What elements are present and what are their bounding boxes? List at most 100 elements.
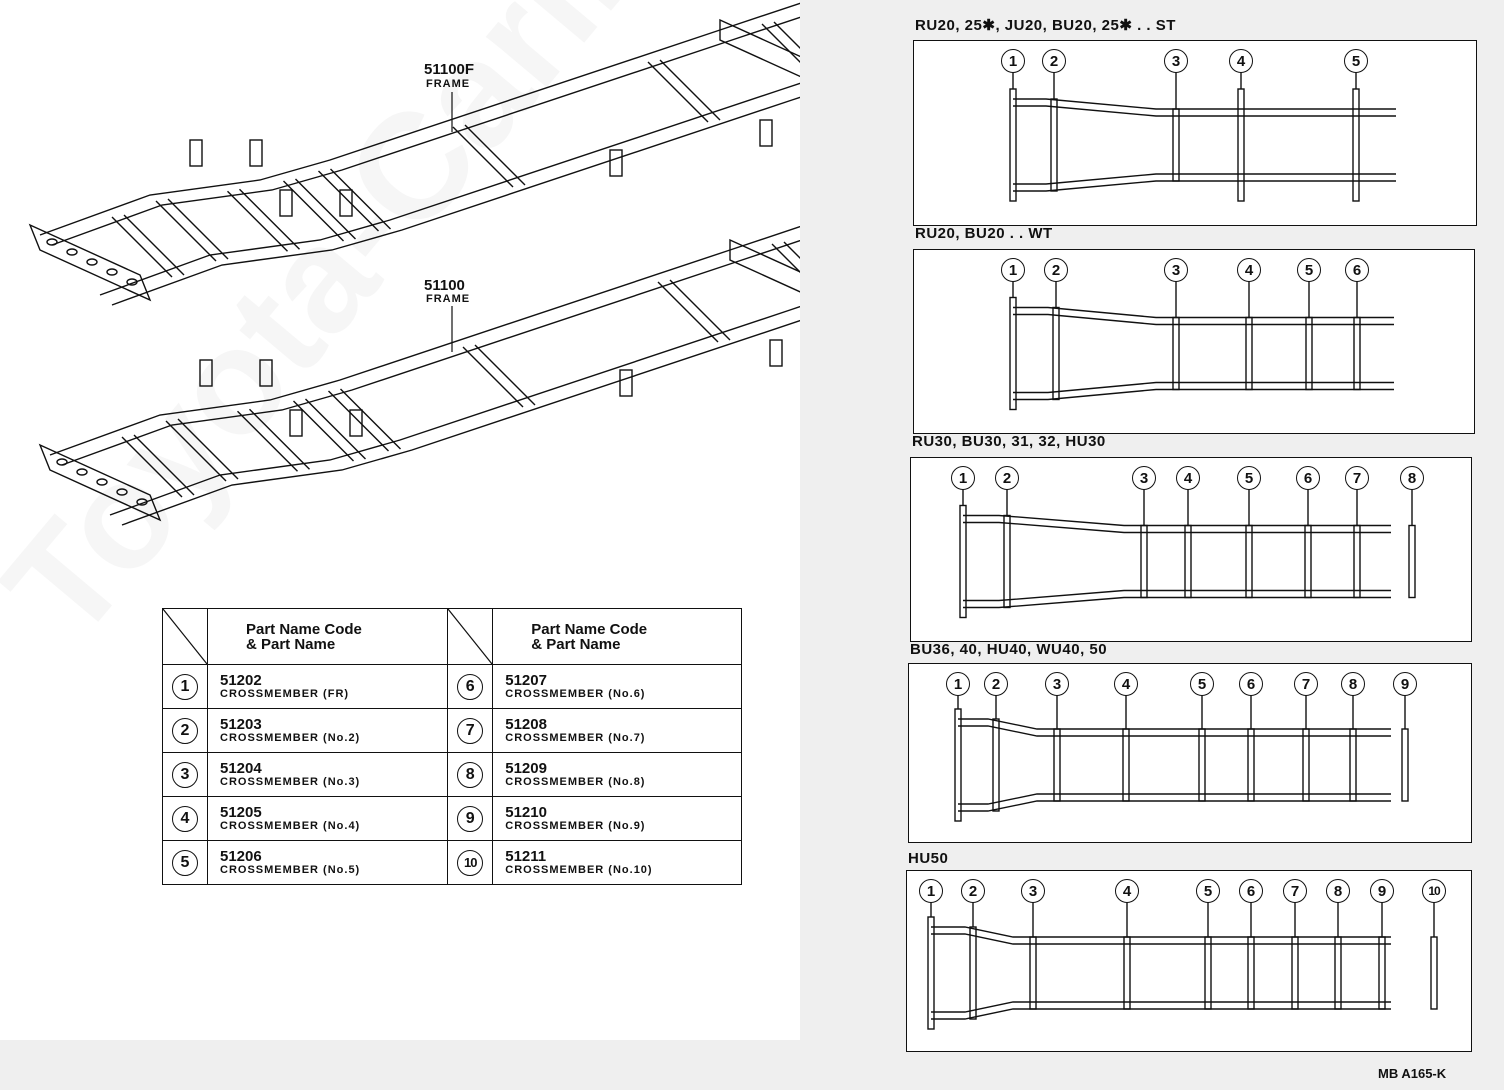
part-code: 51208 xyxy=(505,716,547,733)
crossmember-callout: 1 xyxy=(946,672,970,696)
crossmember-callout: 7 xyxy=(1283,879,1307,903)
part-number-badge: 9 xyxy=(457,805,484,832)
part-name: CROSSMEMBER (No.7) xyxy=(505,732,646,744)
column-header: Part Name Code& Part Name xyxy=(206,608,449,665)
part-code: 51207 xyxy=(505,672,547,689)
part-number-badge: 8 xyxy=(457,761,484,788)
crossmember-callout: 1 xyxy=(1001,49,1025,73)
header-line: Part Name Code xyxy=(246,620,362,638)
frame-code-label: 51100F xyxy=(424,61,475,78)
variant-title: RU30, BU30, 31, 32, HU30 xyxy=(912,433,1106,450)
variant-frame-drawing xyxy=(959,488,1416,619)
bottom-strip xyxy=(0,1040,800,1090)
part-code: 51205 xyxy=(220,804,262,821)
header-line: Part Name Code xyxy=(531,620,648,638)
crossmember-callout: 3 xyxy=(1021,879,1045,903)
crossmember-callout: 6 xyxy=(1296,466,1320,490)
crossmember-callout: 6 xyxy=(1239,879,1263,903)
part-number-badge: 10 xyxy=(457,849,484,876)
frame-name-label: FRAME xyxy=(426,78,471,90)
crossmember-callout: 10 xyxy=(1422,879,1446,903)
variant-frame-drawing xyxy=(927,901,1438,1030)
crossmember-callout: 8 xyxy=(1326,879,1350,903)
part-number-badge: 1 xyxy=(172,673,198,700)
part-name: CROSSMEMBER (No.8) xyxy=(505,776,646,788)
header-line: & Part Name xyxy=(531,635,621,653)
variant-frame-drawing xyxy=(1009,71,1396,202)
crossmember-callout: 7 xyxy=(1294,672,1318,696)
crossmember-callout: 3 xyxy=(1132,466,1156,490)
crossmember-callout: 4 xyxy=(1176,466,1200,490)
variant-title: RU20, BU20 . . WT xyxy=(915,225,1053,242)
crossmember-callout: 1 xyxy=(919,879,943,903)
crossmember-callout: 5 xyxy=(1237,466,1261,490)
crossmember-callout: 1 xyxy=(1001,258,1025,282)
crossmember-callout: 5 xyxy=(1297,258,1321,282)
crossmember-callout: 8 xyxy=(1400,466,1424,490)
part-name: CROSSMEMBER (No.10) xyxy=(505,864,653,876)
crossmember-callout: 3 xyxy=(1164,258,1188,282)
part-name: CROSSMEMBER (No.5) xyxy=(220,864,361,876)
crossmember-callout: 7 xyxy=(1345,466,1369,490)
part-number-badge: 5 xyxy=(172,849,198,876)
crossmember-callout: 2 xyxy=(1044,258,1068,282)
figure-code: MB A165-K xyxy=(1378,1066,1447,1081)
part-name: CROSSMEMBER (No.9) xyxy=(505,820,646,832)
crossmember-callout: 2 xyxy=(984,672,1008,696)
crossmember-callout: 5 xyxy=(1190,672,1214,696)
frame-name-label: FRAME xyxy=(426,293,471,305)
part-code: 51210 xyxy=(505,804,547,821)
part-number-badge: 2 xyxy=(172,717,198,744)
variant-frame-drawing xyxy=(1009,280,1394,411)
crossmember-callout: 4 xyxy=(1229,49,1253,73)
crossmember-callout: 4 xyxy=(1115,879,1139,903)
frame-illustrations xyxy=(28,2,800,526)
crossmember-callout: 1 xyxy=(951,466,975,490)
part-code: 51209 xyxy=(505,760,547,777)
crossmember-callout: 8 xyxy=(1341,672,1365,696)
part-name: CROSSMEMBER (No.6) xyxy=(505,688,646,700)
crossmember-callout: 6 xyxy=(1239,672,1263,696)
crossmember-callout: 2 xyxy=(961,879,985,903)
part-name: CROSSMEMBER (No.2) xyxy=(220,732,361,744)
header-line: & Part Name xyxy=(246,635,336,653)
variant-frame-drawing xyxy=(954,694,1409,822)
crossmember-callout: 9 xyxy=(1393,672,1417,696)
crossmember-callout: 3 xyxy=(1045,672,1069,696)
parts-table: Part Name Code& Part Name Part Name Code… xyxy=(162,608,742,885)
crossmember-callout: 5 xyxy=(1344,49,1368,73)
diagonal-header-cell xyxy=(162,608,208,665)
crossmember-callout: 5 xyxy=(1196,879,1220,903)
part-name: CROSSMEMBER (FR) xyxy=(220,688,350,700)
part-code: 51204 xyxy=(220,760,262,777)
variant-title: HU50 xyxy=(908,850,949,867)
frame-code-label: 51100 xyxy=(424,277,465,294)
part-number-badge: 3 xyxy=(172,761,198,788)
table-header-row: Part Name Code& Part Name Part Name Code… xyxy=(162,608,742,665)
part-name: CROSSMEMBER (No.3) xyxy=(220,776,361,788)
crossmember-callout: 3 xyxy=(1164,49,1188,73)
crossmember-callout: 2 xyxy=(995,466,1019,490)
part-code: 51202 xyxy=(220,672,262,689)
crossmember-callout: 9 xyxy=(1370,879,1394,903)
part-code: 51211 xyxy=(505,848,547,865)
frame-51100-illustration xyxy=(38,225,800,526)
diagonal-header-cell xyxy=(447,608,494,665)
part-number-badge: 7 xyxy=(457,717,484,744)
part-code: 51203 xyxy=(220,716,262,733)
crossmember-callout: 4 xyxy=(1114,672,1138,696)
column-header: Part Name Code& Part Name xyxy=(492,608,742,665)
variant-title: RU20, 25✱, JU20, BU20, 25✱ . . ST xyxy=(915,17,1176,34)
crossmember-callout: 2 xyxy=(1042,49,1066,73)
part-name: CROSSMEMBER (No.4) xyxy=(220,820,361,832)
part-number-badge: 4 xyxy=(172,805,198,832)
